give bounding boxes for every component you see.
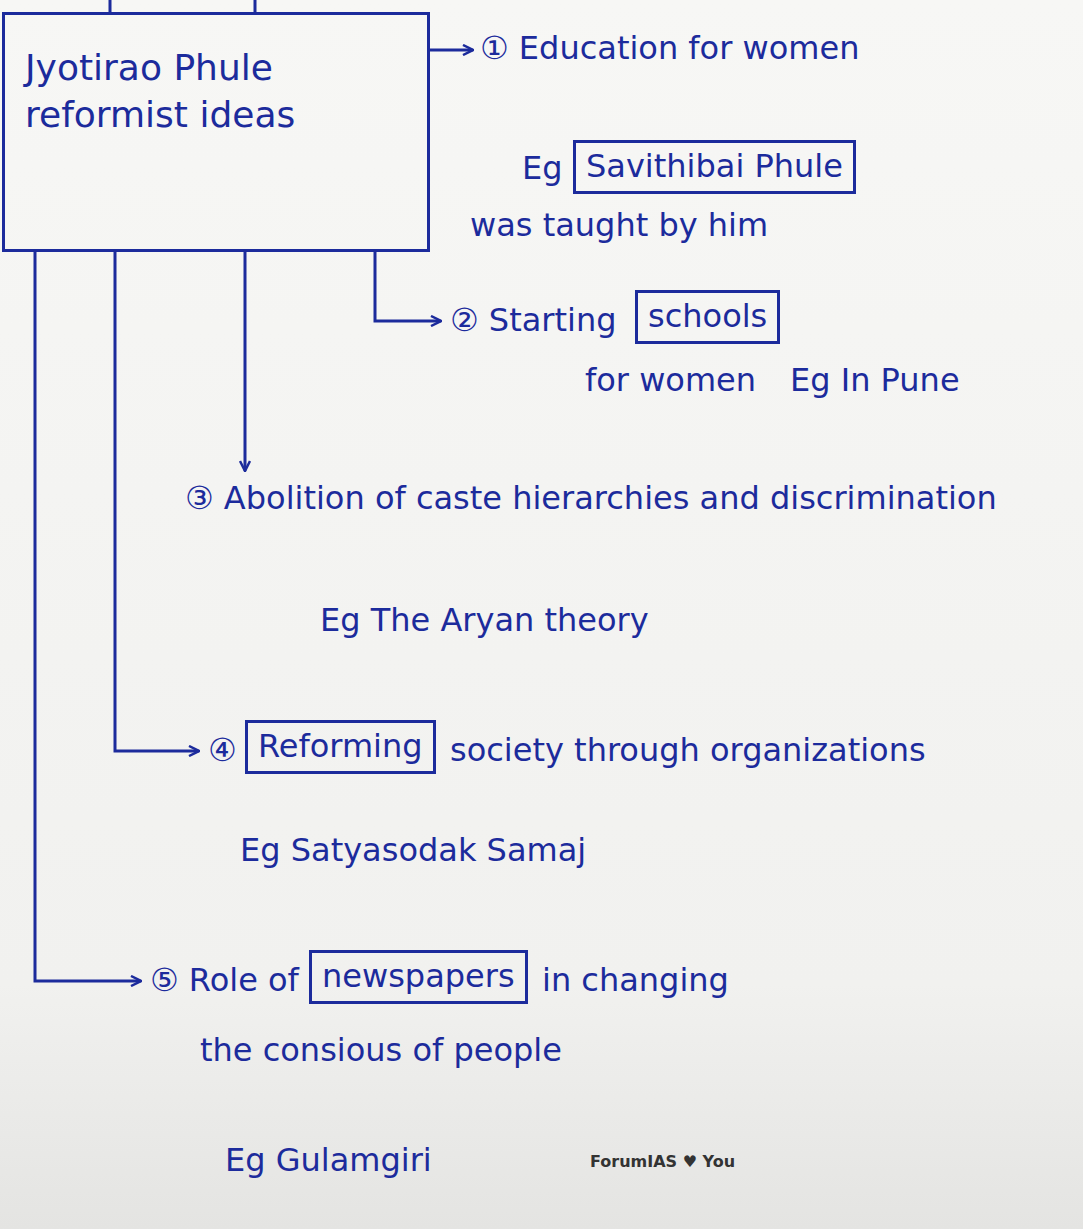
note-text: for women bbox=[585, 360, 756, 402]
node-text: Savithibai Phule bbox=[586, 146, 843, 188]
note-text: in changing bbox=[542, 960, 729, 1002]
note-text: ④ bbox=[208, 730, 237, 772]
branch-arrow bbox=[35, 252, 140, 981]
note-text: Eg The Aryan theory bbox=[320, 600, 649, 642]
note-text: Eg Satyasodak Samaj bbox=[240, 830, 586, 872]
note-text: Eg In Pune bbox=[790, 360, 960, 402]
node-text: Reforming bbox=[258, 726, 423, 768]
branch-arrow bbox=[375, 252, 440, 321]
top-line bbox=[109, 0, 112, 12]
boxed-word: Reforming bbox=[245, 720, 436, 774]
topic-box: Jyotirao Phule reformist ideas bbox=[2, 12, 430, 252]
boxed-word: Savithibai Phule bbox=[573, 140, 856, 194]
node-text: schools bbox=[648, 296, 767, 338]
note-text: the consious of people bbox=[200, 1030, 562, 1072]
branch-arrow bbox=[244, 252, 247, 470]
node-text: Jyotirao Phule reformist ideas bbox=[25, 45, 407, 139]
branch-arrow bbox=[430, 49, 472, 52]
note-text: Eg Gulamgiri bbox=[225, 1140, 432, 1182]
boxed-word: newspapers bbox=[309, 950, 528, 1004]
note-text: ② Starting bbox=[450, 300, 617, 342]
note-text: society through organizations bbox=[450, 730, 926, 772]
note-text: ① Education for women bbox=[480, 28, 1050, 70]
boxed-word: schools bbox=[635, 290, 780, 344]
node-text: newspapers bbox=[322, 956, 515, 998]
note-text: Eg bbox=[522, 148, 563, 190]
note-text: ⑤ Role of bbox=[150, 960, 299, 1002]
note-text: was taught by him bbox=[470, 205, 768, 247]
top-line bbox=[254, 0, 257, 12]
note-text: ForumIAS ♥ You bbox=[590, 1152, 735, 1173]
note-text: ③ Abolition of caste hierarchies and dis… bbox=[185, 478, 1065, 520]
